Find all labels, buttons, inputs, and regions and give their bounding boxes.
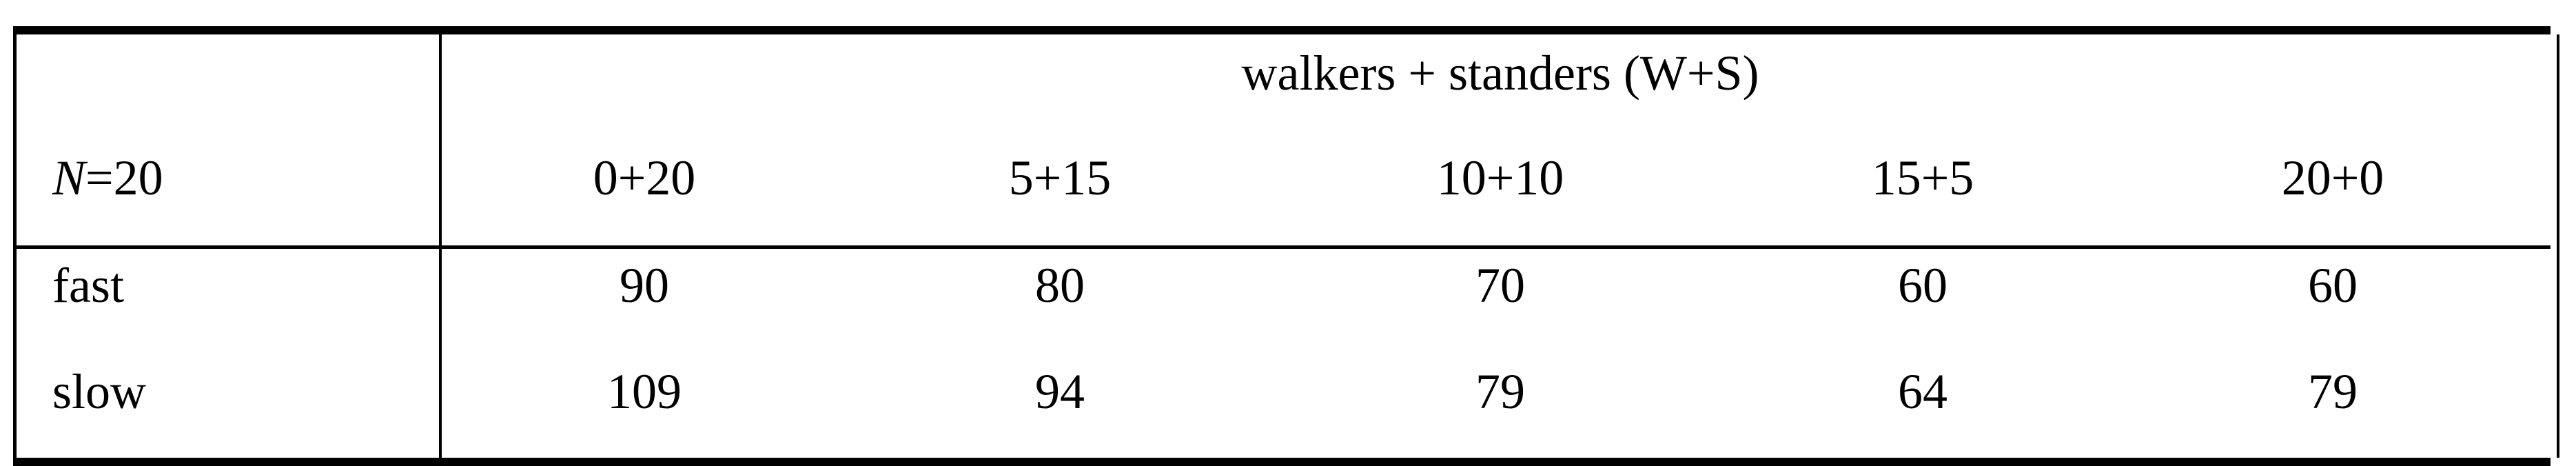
table-cell: 60: [2308, 258, 2358, 313]
table-cell: 90: [620, 258, 669, 313]
column-header: 0+20: [593, 150, 696, 205]
right-border: [2557, 34, 2559, 458]
corner-label-variable: N: [52, 150, 86, 205]
column-header: 10+10: [1436, 150, 1564, 205]
corner-label: N=20: [52, 153, 163, 203]
table-cell: 70: [1475, 258, 1525, 313]
row-label-fast: fast: [52, 258, 124, 313]
top-rule: [13, 26, 2551, 34]
left-border: [13, 26, 17, 466]
bottom-rule: [13, 458, 2551, 466]
row-label-slow: slow: [52, 364, 147, 419]
table-cell: 80: [1035, 258, 1085, 313]
column-header: 15+5: [1871, 150, 1974, 205]
table-cell: 94: [1035, 364, 1085, 419]
table-cell: 79: [1475, 364, 1525, 419]
table-cell: 64: [1898, 364, 1948, 419]
header-rule: [13, 245, 2551, 249]
spanning-header: walkers + standers (W+S): [1241, 45, 1759, 101]
column-header: 5+15: [1008, 150, 1112, 205]
table-cell: 109: [607, 364, 682, 419]
table-cell: 79: [2308, 364, 2358, 419]
column-divider: [439, 34, 442, 458]
column-header: 20+0: [2281, 150, 2384, 205]
table-cell: 60: [1898, 258, 1948, 313]
corner-label-value: =20: [85, 150, 163, 205]
